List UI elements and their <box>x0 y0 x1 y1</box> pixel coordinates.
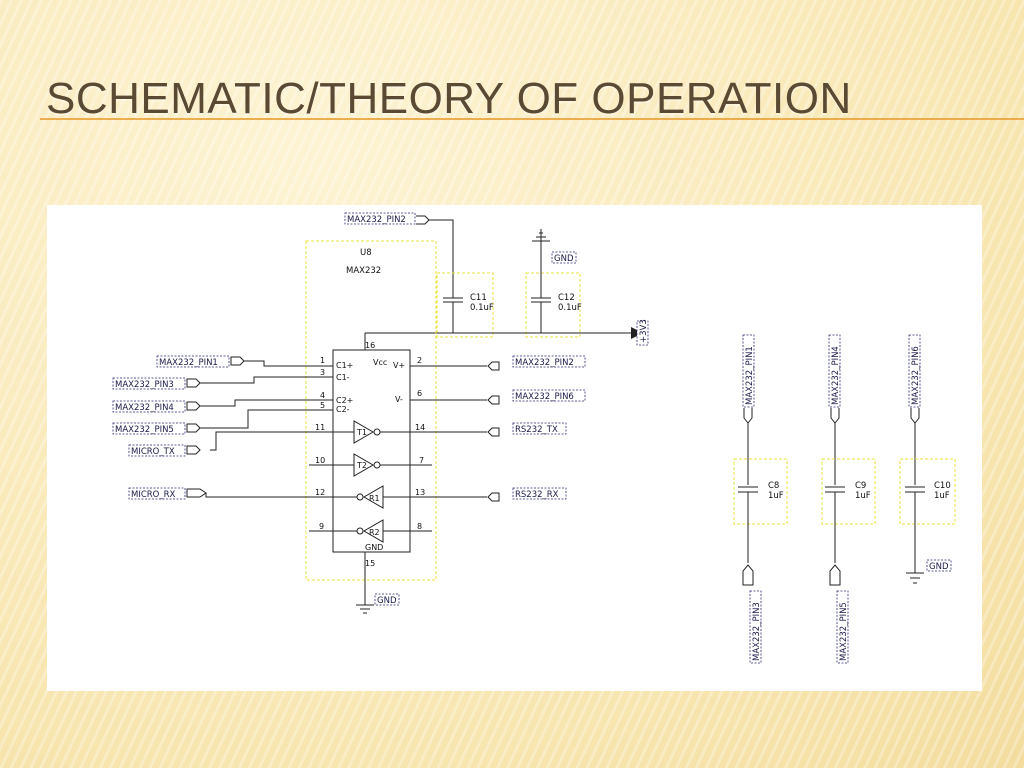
svg-text:1uF: 1uF <box>768 491 784 501</box>
net-label-left-pin4: MAX232_PIN4 <box>112 399 309 413</box>
svg-text:MICRO_TX: MICRO_TX <box>131 447 175 457</box>
svg-text:MICRO_RX: MICRO_RX <box>131 490 176 500</box>
capacitor-c11: C11 0.1uF <box>436 272 494 338</box>
pin-16: 16 <box>365 341 375 350</box>
gnd-symbol-top: GND <box>532 229 577 264</box>
svg-text:1uF: 1uF <box>934 491 950 501</box>
capacitor-c8: MAX232_PIN1 C8 1uF MAX232_PIN3 <box>733 334 788 664</box>
svg-text:C8: C8 <box>768 481 779 491</box>
capacitor-c9: MAX232_PIN4 C9 1uF MAX232_PIN5 <box>821 334 876 664</box>
net-label-right-pin6: MAX232_PIN6 <box>432 389 586 405</box>
svg-text:GND: GND <box>377 596 397 606</box>
capacitor-c12: C12 0.1uF <box>525 241 582 338</box>
svg-text:C10: C10 <box>934 481 951 491</box>
svg-text:C11: C11 <box>470 293 487 303</box>
net-label-left-pin5: MAX232_PIN5 <box>112 409 309 435</box>
receiver-r1: R1 <box>333 485 410 509</box>
svg-text:R1: R1 <box>369 494 380 503</box>
svg-text:0.1uF: 0.1uF <box>470 303 494 313</box>
svg-text:GND: GND <box>554 254 574 264</box>
pin-gnd: GND <box>365 543 383 552</box>
svg-text:10: 10 <box>315 456 325 465</box>
pin-c2m: C2- <box>336 405 350 414</box>
net-label-left-pin3: MAX232_PIN3 <box>112 376 309 390</box>
svg-text:3: 3 <box>320 368 325 377</box>
svg-text:T1: T1 <box>356 428 367 437</box>
capacitor-c10: MAX232_PIN6 C10 1uF GND <box>899 334 956 584</box>
u8-part: MAX232 <box>346 266 381 276</box>
svg-text:MAX232_PIN6: MAX232_PIN6 <box>911 346 921 405</box>
chip-left-stubs <box>309 365 333 532</box>
schematic-diagram: MAX232_PIN2 C11 0.1uF GND C12 0.1uF +3V3 <box>112 212 956 664</box>
u8-outline <box>305 240 437 581</box>
svg-text:MAX232_PIN4: MAX232_PIN4 <box>831 346 841 405</box>
pin-vm: V- <box>395 395 403 404</box>
svg-text:2: 2 <box>417 356 422 365</box>
svg-text:15: 15 <box>365 559 375 568</box>
svg-text:1: 1 <box>320 356 325 365</box>
svg-text:MAX232_PIN5: MAX232_PIN5 <box>115 425 174 435</box>
svg-text:12: 12 <box>315 488 325 497</box>
pin-vcc: Vcc <box>373 358 387 367</box>
svg-text:C12: C12 <box>558 293 575 303</box>
schematic-panel: MAX232_PIN2 C11 0.1uF GND C12 0.1uF +3V3 <box>47 205 982 691</box>
svg-text:T2: T2 <box>356 461 367 470</box>
net-label-micro-rx: MICRO_RX <box>128 487 309 500</box>
net-label-rs232-tx: RS232_TX <box>432 422 567 437</box>
svg-text:1uF: 1uF <box>855 491 871 501</box>
title-underline <box>40 118 1024 120</box>
pin-c1p: C1+ <box>336 361 353 370</box>
net-label-3v3: +3V3 <box>636 319 649 346</box>
svg-text:GND: GND <box>929 562 949 572</box>
svg-text:MAX232_PIN1: MAX232_PIN1 <box>159 358 218 368</box>
svg-text:RS232_TX: RS232_TX <box>515 425 558 435</box>
svg-text:14: 14 <box>415 423 425 432</box>
net-label-rs232-rx: RS232_RX <box>432 487 567 502</box>
driver-t2: T2 <box>333 453 410 477</box>
net-label-left-pin1: MAX232_PIN1 <box>156 355 309 368</box>
svg-text:8: 8 <box>417 522 422 531</box>
svg-text:5: 5 <box>320 401 325 410</box>
svg-text:MAX232_PIN6: MAX232_PIN6 <box>515 392 574 402</box>
u8-ref: U8 <box>360 248 372 258</box>
pin-c1m: C1- <box>336 373 350 382</box>
svg-text:13: 13 <box>415 488 425 497</box>
svg-text:0.1uF: 0.1uF <box>558 303 582 313</box>
pin-vp: V+ <box>393 361 405 370</box>
svg-text:MAX232_PIN2: MAX232_PIN2 <box>347 215 406 225</box>
net-label-top-pin2: MAX232_PIN2 <box>344 212 430 225</box>
slide-title: SCHEMATIC/THEORY OF OPERATION <box>46 74 852 123</box>
driver-t1: T1 <box>333 420 410 444</box>
svg-text:RS232_RX: RS232_RX <box>515 490 559 500</box>
svg-text:MAX232_PIN4: MAX232_PIN4 <box>115 403 174 413</box>
svg-text:MAX232_PIN3: MAX232_PIN3 <box>752 602 762 661</box>
svg-text:4: 4 <box>320 391 325 400</box>
svg-text:MAX232_PIN2: MAX232_PIN2 <box>515 358 574 368</box>
net-label-right-pin2: MAX232_PIN2 <box>432 355 586 371</box>
net-label-micro-tx: MICRO_TX <box>128 431 309 457</box>
svg-text:R2: R2 <box>369 528 380 537</box>
chip-right-stubs <box>410 365 432 532</box>
svg-text:7: 7 <box>419 456 424 465</box>
svg-text:11: 11 <box>315 423 325 432</box>
svg-text:9: 9 <box>319 522 324 531</box>
svg-text:6: 6 <box>417 389 422 398</box>
svg-text:C9: C9 <box>855 481 866 491</box>
gnd-symbol-chip: GND <box>356 552 400 614</box>
svg-text:MAX232_PIN3: MAX232_PIN3 <box>115 380 174 390</box>
svg-text:+3V3: +3V3 <box>639 319 649 343</box>
svg-text:MAX232_PIN5: MAX232_PIN5 <box>839 602 849 661</box>
wire-c11-top <box>429 219 454 284</box>
receiver-r2: R2 <box>333 519 410 543</box>
svg-text:MAX232_PIN1: MAX232_PIN1 <box>745 346 755 405</box>
pin-c2p: C2+ <box>336 396 353 405</box>
u8-body <box>332 349 411 553</box>
